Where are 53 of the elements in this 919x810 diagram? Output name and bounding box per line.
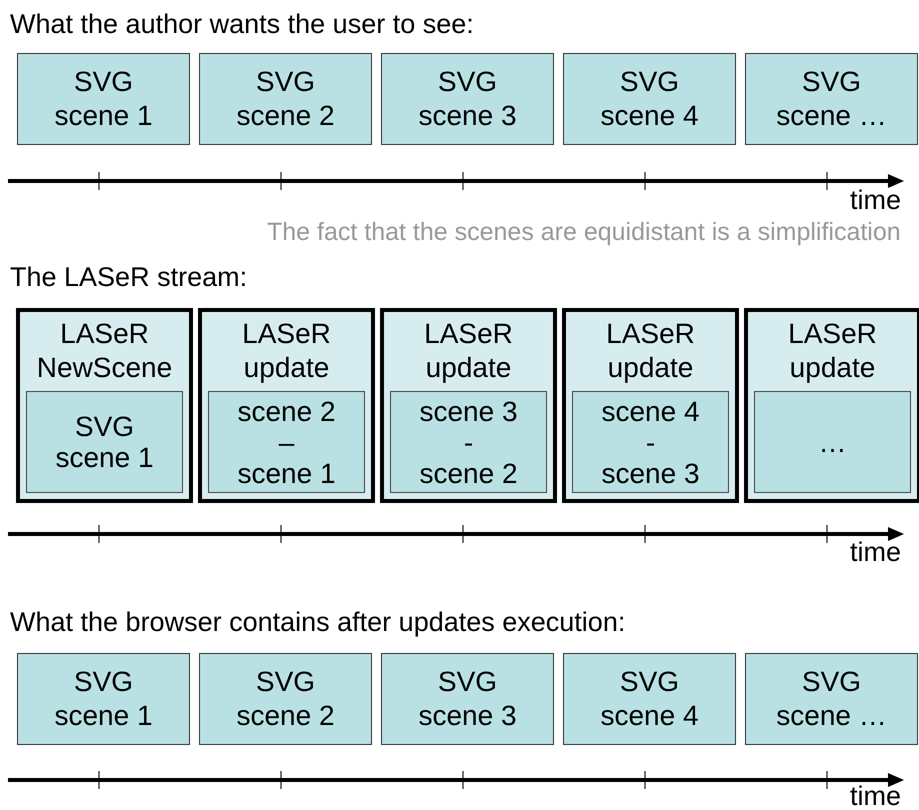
scene-box: [17, 53, 190, 145]
box-text: LASeR update: [423, 317, 514, 385]
scene-box: [745, 653, 918, 745]
box-text: LASeR update: [241, 317, 332, 385]
axis-label: time: [850, 537, 902, 567]
box-text: scene 1: [236, 458, 337, 488]
box-text: SVG scene 2: [235, 65, 336, 133]
box-text: SVG scene 4: [599, 65, 700, 133]
scene-box: [199, 653, 372, 745]
box-text: SVG scene 1: [53, 665, 154, 733]
scene-data-box: [208, 391, 365, 493]
stream-packet-box: [380, 308, 557, 503]
box-text: -: [462, 426, 474, 458]
section-heading: What the browser contains after updates execution:: [10, 607, 626, 637]
box-text: SVG scene 3: [417, 665, 518, 733]
scene-box: [745, 53, 918, 145]
axis-label: time: [850, 781, 902, 810]
box-text: -: [644, 426, 656, 458]
scene-box: [563, 53, 736, 145]
note-text: The fact that the scenes are equidistant is a simplification: [267, 217, 901, 247]
box-text: SVG scene 1: [54, 411, 155, 473]
stream-packet-box: [744, 308, 919, 503]
box-text: SVG scene …: [775, 665, 888, 733]
scene-box: [381, 653, 554, 745]
box-text: SVG scene 2: [235, 665, 336, 733]
box-text: scene 3: [600, 458, 701, 488]
box-text: SVG scene 3: [417, 65, 518, 133]
scene-data-box: [572, 391, 729, 493]
scene-box: [199, 53, 372, 145]
section-heading: What the author wants the user to see:: [10, 9, 474, 39]
axis-label: time: [850, 185, 902, 215]
box-text: scene 2: [236, 396, 337, 426]
box-text: scene 4: [600, 396, 701, 426]
stream-packet-box: [198, 308, 375, 503]
box-text: –: [278, 426, 296, 458]
box-text: …: [818, 426, 848, 458]
box-text: LASeR NewScene: [36, 317, 174, 385]
section-heading: The LASeR stream:: [10, 262, 248, 292]
stream-packet-box: [562, 308, 739, 503]
box-text: SVG scene 1: [53, 65, 154, 133]
scene-box: [17, 653, 190, 745]
box-text: scene 3: [418, 396, 519, 426]
box-text: scene 2: [418, 458, 519, 488]
box-text: LASeR update: [605, 317, 696, 385]
stream-packet-box: [16, 308, 193, 503]
scene-data-box: [754, 391, 911, 493]
box-text: SVG scene 4: [599, 665, 700, 733]
scene-data-box: [390, 391, 547, 493]
scene-data-box: [26, 391, 183, 493]
scene-box: [381, 53, 554, 145]
scene-box: [563, 653, 736, 745]
box-text: SVG scene …: [775, 65, 888, 133]
box-text: LASeR update: [787, 317, 878, 385]
